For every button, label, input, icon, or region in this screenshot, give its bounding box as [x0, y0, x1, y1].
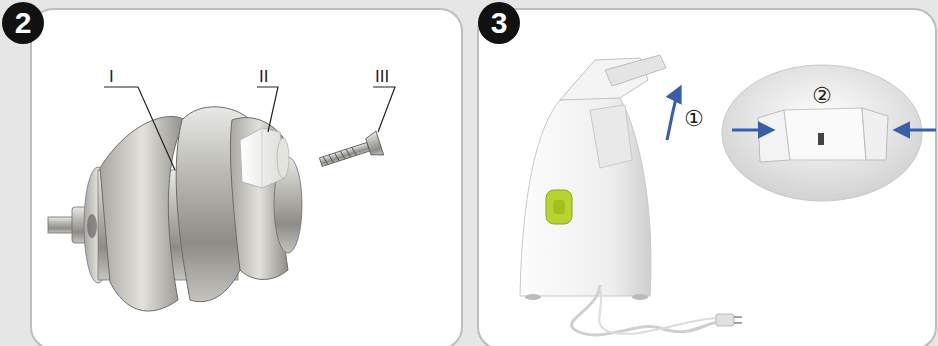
- grinder-body: [590, 105, 632, 168]
- auger: [48, 107, 302, 311]
- part-label: I: [109, 68, 114, 85]
- step-number: 2: [15, 8, 32, 38]
- lift-arrow: [667, 88, 680, 140]
- part-label: II: [259, 68, 268, 85]
- leader-line: [257, 87, 278, 132]
- auger: [100, 116, 185, 311]
- detail-oval: [818, 133, 824, 145]
- detail-oval: [784, 108, 866, 160]
- plastic-bushing: [277, 138, 289, 178]
- power-cord: [716, 314, 734, 326]
- callout-number: ②: [812, 85, 832, 107]
- screw: [317, 131, 384, 174]
- press-arrow: [732, 129, 772, 132]
- leader-line: [373, 87, 395, 132]
- power-cord: [599, 287, 718, 334]
- screw: [364, 131, 383, 158]
- step-number: 3: [491, 8, 508, 38]
- panel-frame: [478, 9, 936, 346]
- leader-line: [104, 87, 175, 170]
- detail-oval: [722, 65, 922, 201]
- power-cord: [572, 285, 742, 335]
- power-cord: [572, 285, 718, 335]
- screw: [319, 142, 369, 166]
- step-badge: 2: [2, 2, 44, 44]
- grinder-body: [632, 294, 648, 300]
- part-label: III: [375, 68, 389, 85]
- grinder-body: [605, 55, 666, 86]
- power-cord: [734, 317, 742, 323]
- grinder-body: [520, 95, 651, 296]
- leader-line: [104, 87, 395, 170]
- grinder-body: [520, 55, 666, 300]
- step-badge: 3: [478, 2, 520, 44]
- callout-number: ①: [684, 108, 704, 130]
- panel-frame: [31, 9, 462, 346]
- auger: [87, 214, 97, 238]
- plastic-bushing: [240, 128, 289, 188]
- grinder-body: [553, 200, 565, 214]
- plastic-bushing: [262, 128, 263, 188]
- detail-oval: [722, 65, 922, 201]
- detail-oval: [862, 108, 888, 160]
- grinder-body: [546, 190, 572, 224]
- screw: [323, 147, 356, 165]
- press-arrow: [732, 129, 936, 132]
- press-arrow: [896, 129, 936, 132]
- grinder-body: [525, 294, 541, 300]
